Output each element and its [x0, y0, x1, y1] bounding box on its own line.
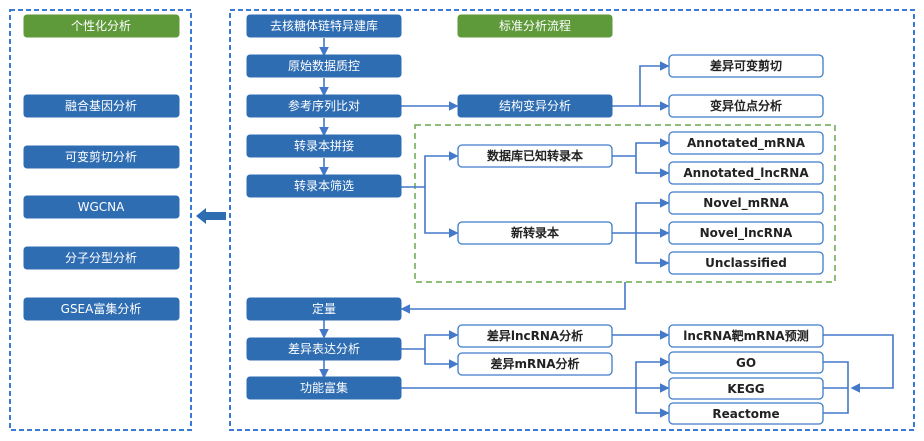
- diff-mrna-node[interactable]: 差异mRNA分析: [457, 352, 613, 376]
- svg-text:分子分型分析: 分子分型分析: [65, 251, 137, 265]
- svg-text:差异mRNA分析: 差异mRNA分析: [489, 356, 579, 371]
- enrichment-kegg-node[interactable]: KEGG: [668, 377, 824, 400]
- svg-text:数据库已知转录本: 数据库已知转录本: [487, 148, 583, 163]
- svg-text:Reactome: Reactome: [712, 407, 779, 421]
- transcript-class-node[interactable]: Annotated_lncRNA: [668, 161, 824, 185]
- personalized-item[interactable]: WGCNA: [23, 195, 180, 219]
- svg-text:差异表达分析: 差异表达分析: [288, 342, 360, 356]
- personalized-panel-frame: [9, 9, 192, 431]
- novel-transcripts-node[interactable]: 新转录本: [457, 221, 613, 245]
- svg-text:可变剪切分析: 可变剪切分析: [65, 149, 137, 164]
- svg-text:转录本筛选: 转录本筛选: [294, 178, 354, 193]
- svg-text:Novel_mRNA: Novel_mRNA: [703, 196, 789, 211]
- sv-child-node[interactable]: 变异位点分析: [668, 94, 824, 118]
- svg-text:变异位点分析: 变异位点分析: [710, 98, 782, 113]
- connectors: [319, 38, 894, 418]
- transcript-class-node[interactable]: Novel_mRNA: [668, 191, 824, 215]
- svg-text:定量: 定量: [312, 301, 336, 316]
- step-alignment[interactable]: 参考序列比对: [246, 94, 402, 118]
- svg-text:功能富集: 功能富集: [300, 380, 348, 395]
- svg-text:Annotated_mRNA: Annotated_mRNA: [687, 136, 806, 151]
- svg-text:结构变异分析: 结构变异分析: [499, 98, 571, 113]
- svg-text:差异lncRNA分析: 差异lncRNA分析: [486, 328, 583, 343]
- svg-text:差异可变剪切: 差异可变剪切: [709, 58, 782, 73]
- personalized-item[interactable]: 分子分型分析: [23, 246, 180, 270]
- target-prediction-node[interactable]: lncRNA靶mRNA预测: [668, 324, 824, 348]
- step-functional-enrichment[interactable]: 功能富集: [246, 376, 402, 400]
- transcript-class-node[interactable]: Novel_lncRNA: [668, 221, 824, 245]
- svg-text:标准分析流程: 标准分析流程: [499, 18, 571, 33]
- svg-text:新转录本: 新转录本: [511, 225, 559, 240]
- step-assembly[interactable]: 转录本拼接: [246, 134, 402, 158]
- svg-text:个性化分析: 个性化分析: [71, 19, 131, 33]
- transcript-class-node[interactable]: Annotated_mRNA: [668, 131, 824, 155]
- step-quantification[interactable]: 定量: [246, 297, 402, 321]
- svg-text:参考序列比对: 参考序列比对: [288, 98, 360, 113]
- svg-text:Unclassified: Unclassified: [705, 256, 787, 270]
- standard-title: 标准分析流程: [457, 14, 613, 38]
- enrichment-go-node[interactable]: GO: [668, 351, 824, 374]
- personalized-item[interactable]: 可变剪切分析: [23, 145, 180, 169]
- step-differential-expression[interactable]: 差异表达分析: [246, 337, 402, 361]
- svg-text:KEGG: KEGG: [727, 382, 764, 396]
- svg-text:原始数据质控: 原始数据质控: [288, 58, 360, 73]
- structural-variation-node[interactable]: 结构变异分析: [457, 94, 613, 118]
- svg-text:GO: GO: [736, 356, 756, 370]
- svg-text:WGCNA: WGCNA: [78, 200, 126, 214]
- step-qc[interactable]: 原始数据质控: [246, 54, 402, 78]
- svg-text:lncRNA靶mRNA预测: lncRNA靶mRNA预测: [683, 328, 808, 343]
- sv-child-node[interactable]: 差异可变剪切: [668, 54, 824, 78]
- enrichment-reactome-node[interactable]: Reactome: [668, 402, 824, 425]
- personalized-item[interactable]: 融合基因分析: [23, 94, 180, 118]
- personalized-item[interactable]: GSEA富集分析: [23, 297, 180, 321]
- left-arrow-icon: [196, 208, 226, 224]
- transcript-group-frame: [414, 124, 836, 283]
- step-library-prep[interactable]: 去核糖体链特异建库: [246, 14, 402, 38]
- svg-text:去核糖体链特异建库: 去核糖体链特异建库: [270, 18, 378, 33]
- diff-lncrna-node[interactable]: 差异lncRNA分析: [457, 324, 613, 348]
- svg-text:Annotated_lncRNA: Annotated_lncRNA: [683, 166, 809, 181]
- svg-text:转录本拼接: 转录本拼接: [294, 138, 354, 153]
- svg-text:GSEA富集分析: GSEA富集分析: [61, 301, 142, 316]
- known-transcripts-node[interactable]: 数据库已知转录本: [457, 144, 613, 168]
- personalized-title: 个性化分析: [23, 14, 180, 38]
- svg-text:Novel_lncRNA: Novel_lncRNA: [700, 226, 793, 241]
- svg-text:融合基因分析: 融合基因分析: [65, 98, 137, 113]
- transcript-class-node[interactable]: Unclassified: [668, 251, 824, 275]
- step-screening[interactable]: 转录本筛选: [246, 174, 402, 198]
